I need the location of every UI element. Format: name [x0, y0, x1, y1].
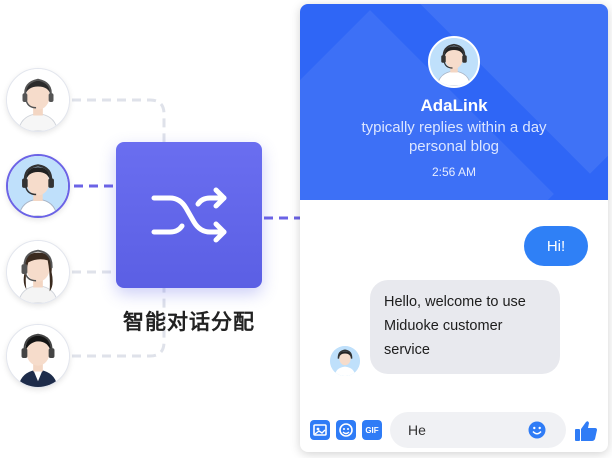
incoming-message: Hello, welcome to use Miduoke customer s… [370, 280, 560, 374]
support-agent-avatar-icon [7, 69, 69, 131]
support-agent-avatar-icon [7, 241, 69, 303]
chat-window: AdaLink typically replies within a day p… [300, 4, 608, 452]
sticker-icon[interactable] [336, 420, 356, 440]
gif-icon[interactable]: GIF [362, 420, 382, 440]
message-composer: GIF [300, 408, 608, 452]
chat-title: AdaLink [420, 96, 488, 115]
support-agent-avatar-icon [8, 156, 68, 216]
image-icon[interactable] [310, 420, 330, 440]
agent-avatar-1[interactable] [6, 68, 70, 132]
router-label: 智能对话分配 [123, 310, 255, 334]
chat-timestamp: 2:56 AM [431, 165, 477, 179]
message-input[interactable] [390, 412, 566, 448]
support-agent-avatar-icon [330, 346, 360, 376]
agent-small-avatar [330, 346, 360, 376]
agent-avatar-2[interactable] [6, 154, 70, 218]
blog-note: personal blog [408, 138, 500, 155]
header-avatar [428, 36, 480, 88]
smiley-icon[interactable] [528, 421, 546, 439]
reply-time-note: typically replies within a day [361, 119, 547, 136]
thumbs-up-icon[interactable] [574, 420, 598, 442]
support-agent-avatar-icon [7, 325, 69, 387]
agent-avatar-4[interactable] [6, 324, 70, 388]
support-agent-avatar-icon [430, 38, 478, 86]
chat-subtitle: typically replies within a day personal … [300, 118, 608, 156]
chat-header: AdaLink typically replies within a day p… [300, 4, 608, 200]
agent-avatar-3[interactable] [6, 240, 70, 304]
conversation-router-box [116, 142, 262, 288]
shuffle-icon [151, 187, 227, 243]
outgoing-message: Hi! [524, 226, 588, 266]
